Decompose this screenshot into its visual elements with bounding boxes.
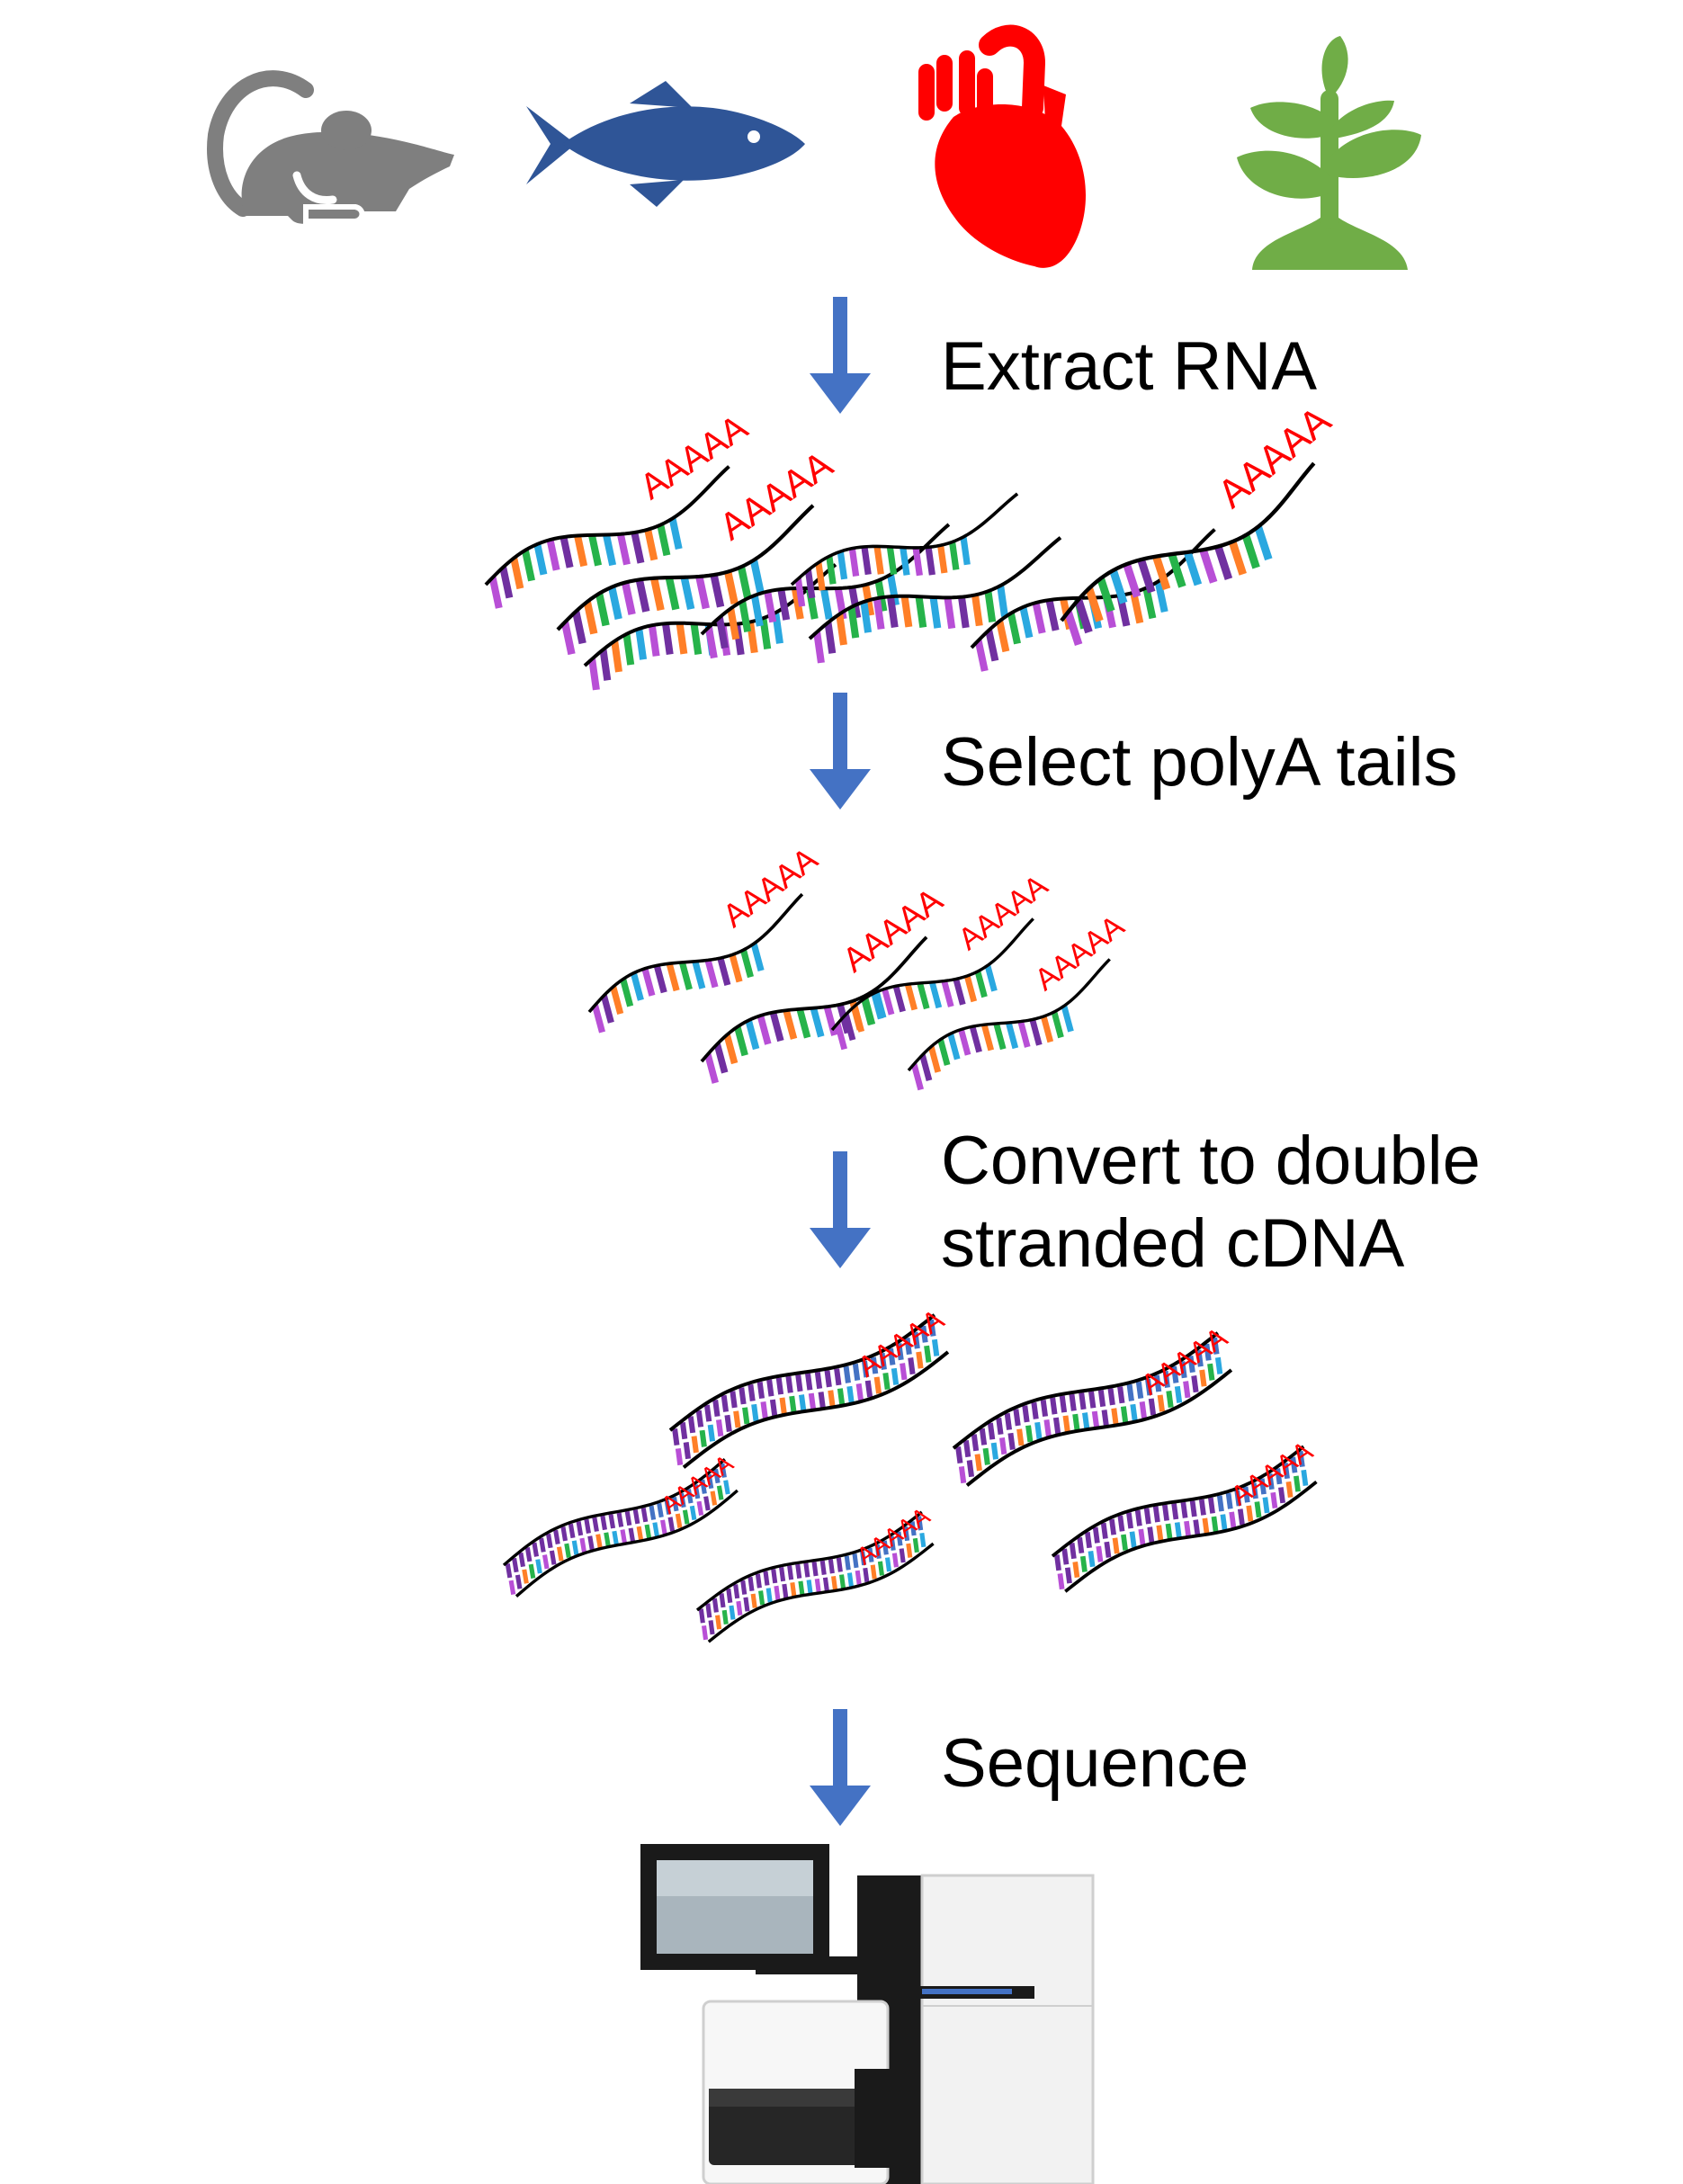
- cdna-molecule: AAAAA: [952, 1320, 1233, 1487]
- mouse-icon: [207, 70, 454, 224]
- down-arrow-icon: [810, 297, 871, 414]
- polya-tail-label: AAAAA: [712, 443, 839, 548]
- step-label-extract-rna: Extract RNA: [941, 326, 1317, 408]
- cdna-molecule: AAAAA: [1051, 1435, 1319, 1593]
- polya-tail-label: AAAAA: [633, 407, 755, 507]
- down-arrow-icon: [810, 693, 871, 810]
- fish-icon: [526, 81, 805, 207]
- down-arrow-icon: [810, 1151, 871, 1268]
- polya-tail-label: AAAAA: [1028, 909, 1131, 998]
- cdna-molecule: AAAAA: [668, 1302, 950, 1469]
- polya-tail-label: AAAAA: [952, 868, 1054, 957]
- mrna-molecule: [808, 536, 1062, 664]
- step-label-sequence: Sequence: [941, 1723, 1249, 1805]
- step-arrows: [810, 297, 871, 1826]
- heart-icon: [918, 24, 1086, 268]
- step-label-convert-to-cdna: Convert to double stranded cDNA: [941, 1120, 1481, 1285]
- cdna-molecule: AAAAA: [502, 1448, 739, 1598]
- mrna-molecule: [790, 492, 1019, 607]
- down-arrow-icon: [810, 1709, 871, 1826]
- polya-tail-label: AAAAA: [836, 881, 950, 980]
- step-label-line: stranded cDNA: [941, 1205, 1405, 1282]
- step-label-select-polya-tails: Select polyA tails: [941, 721, 1458, 804]
- sequencer-machine-icon: [640, 1844, 1095, 2184]
- step-label-line: Sequence: [941, 1725, 1249, 1802]
- step-label-line: Convert to double: [941, 1123, 1481, 1199]
- step-label-line: Extract RNA: [941, 328, 1318, 405]
- mrna-molecule: AAAAA: [587, 840, 825, 1034]
- polya-tail-label: AAAAA: [716, 840, 825, 935]
- polya-tail-label: AAAAA: [1210, 398, 1339, 516]
- mrna-molecule: AAAAA: [1060, 398, 1339, 646]
- plant-icon: [1237, 36, 1421, 270]
- cdna-molecule: AAAAA: [695, 1501, 935, 1643]
- step-label-line: Select polyA tails: [941, 724, 1458, 801]
